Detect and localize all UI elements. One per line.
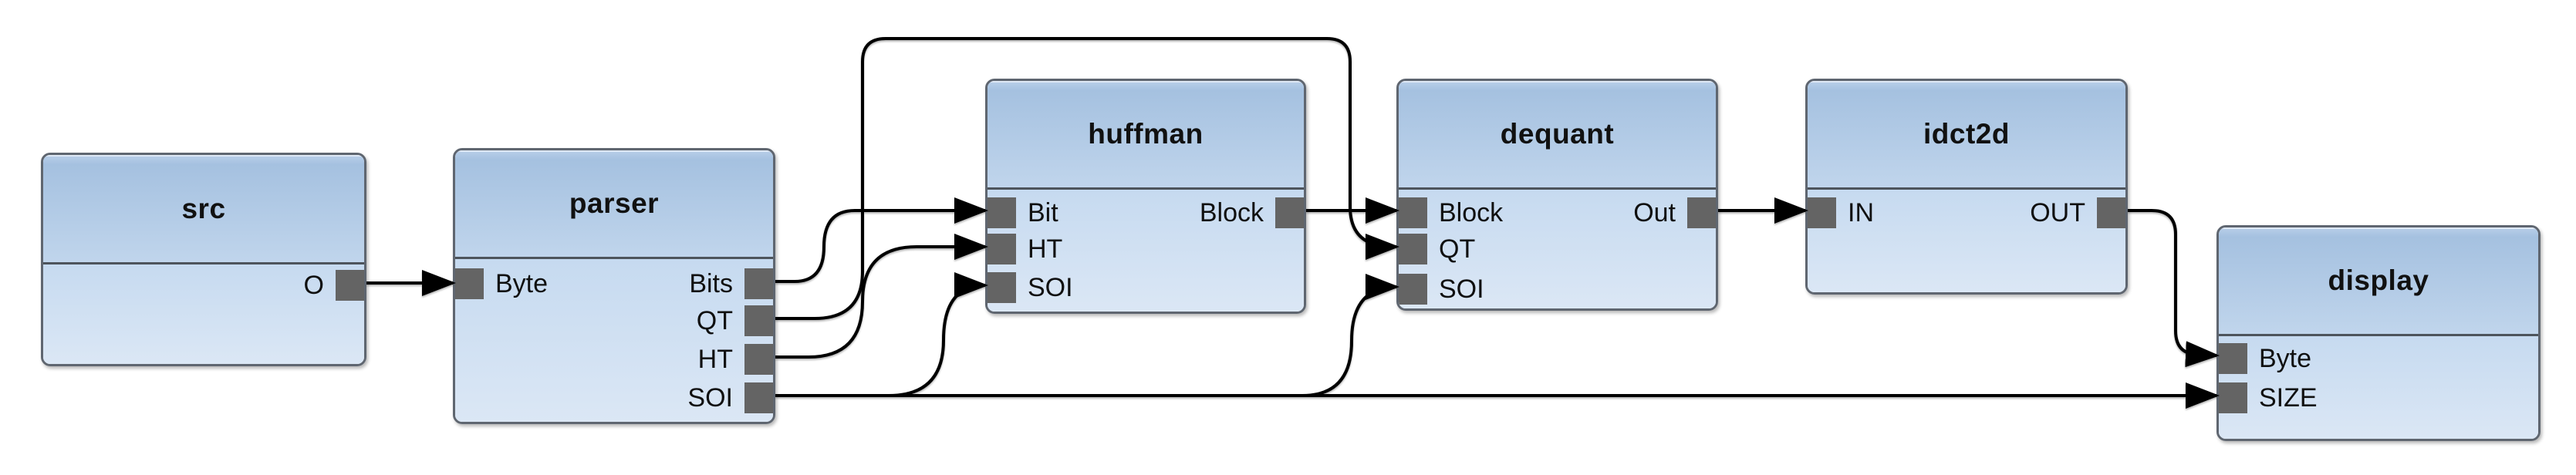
port-label-parser-Bits: Bits [689, 269, 733, 298]
wire-idct2d.OUT-to-display.Byte [2128, 209, 2220, 368]
node-title-display: display [2328, 264, 2429, 296]
port-label-huffman-Bit: Bit [1028, 198, 1058, 227]
input-pin-huffman-HT[interactable] [988, 234, 1016, 264]
wire-parser.Bits-to-huffman.Bit [775, 197, 988, 283]
node-title-idct2d: idct2d [1923, 118, 2010, 150]
port-label-display-Byte: Byte [2259, 344, 2312, 373]
input-pin-dequant-SOI[interactable] [1399, 274, 1427, 305]
port-label-parser-Byte: Byte [495, 269, 549, 298]
wire-parser.HT-to-huffman.HT [775, 234, 988, 359]
node-header-idct2d: idct2d [1808, 81, 2125, 190]
output-pin-huffman-Block[interactable] [1275, 197, 1304, 228]
port-label-parser-SOI: SOI [687, 383, 733, 413]
input-pin-display-SIZE[interactable] [2219, 382, 2247, 413]
node-title-dequant: dequant [1500, 118, 1615, 150]
port-label-dequant-Block: Block [1439, 198, 1504, 227]
node-body-idct2d: IN OUT [1808, 190, 2125, 292]
node-header-dequant: dequant [1399, 81, 1716, 190]
node-header-src: src [43, 155, 364, 264]
input-pin-dequant-Block[interactable] [1399, 197, 1427, 228]
output-pin-idct2d-OUT[interactable] [2097, 197, 2125, 228]
node-header-huffman: huffman [988, 81, 1304, 190]
output-pin-parser-Bits[interactable] [744, 268, 773, 299]
input-pin-display-Byte[interactable] [2219, 343, 2247, 374]
port-label-display-SIZE: SIZE [2259, 383, 2318, 413]
port-label-dequant-SOI: SOI [1439, 275, 1484, 304]
node-body-src: O [43, 264, 364, 364]
port-label-idct2d-OUT: OUT [2030, 198, 2085, 227]
output-pin-parser-QT[interactable] [744, 305, 773, 336]
input-pin-dequant-QT[interactable] [1399, 234, 1427, 264]
port-label-idct2d-IN: IN [1848, 198, 1874, 227]
input-pin-huffman-SOI[interactable] [988, 272, 1016, 303]
port-label-huffman-SOI: SOI [1028, 273, 1073, 302]
port-label-dequant-QT: QT [1439, 234, 1476, 264]
wire-parser.SOI-to-huffman.SOI [888, 272, 988, 397]
node-title-parser: parser [569, 187, 660, 219]
node-header-parser: parser [455, 150, 773, 259]
output-pin-src-O[interactable] [336, 270, 364, 301]
port-label-dequant-Out: Out [1633, 198, 1676, 227]
port-label-parser-HT: HT [697, 345, 733, 374]
node-header-display: display [2219, 227, 2538, 336]
output-pin-dequant-Out[interactable] [1687, 197, 1716, 228]
node-title-src: src [181, 192, 226, 224]
output-pin-parser-SOI[interactable] [744, 382, 773, 413]
input-pin-idct2d-IN[interactable] [1808, 197, 1836, 228]
port-label-src-O: O [303, 271, 324, 300]
port-label-huffman-Block: Block [1199, 198, 1264, 227]
input-pin-huffman-Bit[interactable] [988, 197, 1016, 228]
node-title-huffman: huffman [1088, 118, 1204, 150]
input-pin-parser-Byte[interactable] [455, 268, 484, 299]
output-pin-parser-HT[interactable] [744, 344, 773, 375]
port-label-parser-QT: QT [696, 306, 733, 335]
port-label-huffman-HT: HT [1028, 234, 1063, 264]
wire-parser.SOI-to-dequant.SOI [1302, 274, 1399, 397]
